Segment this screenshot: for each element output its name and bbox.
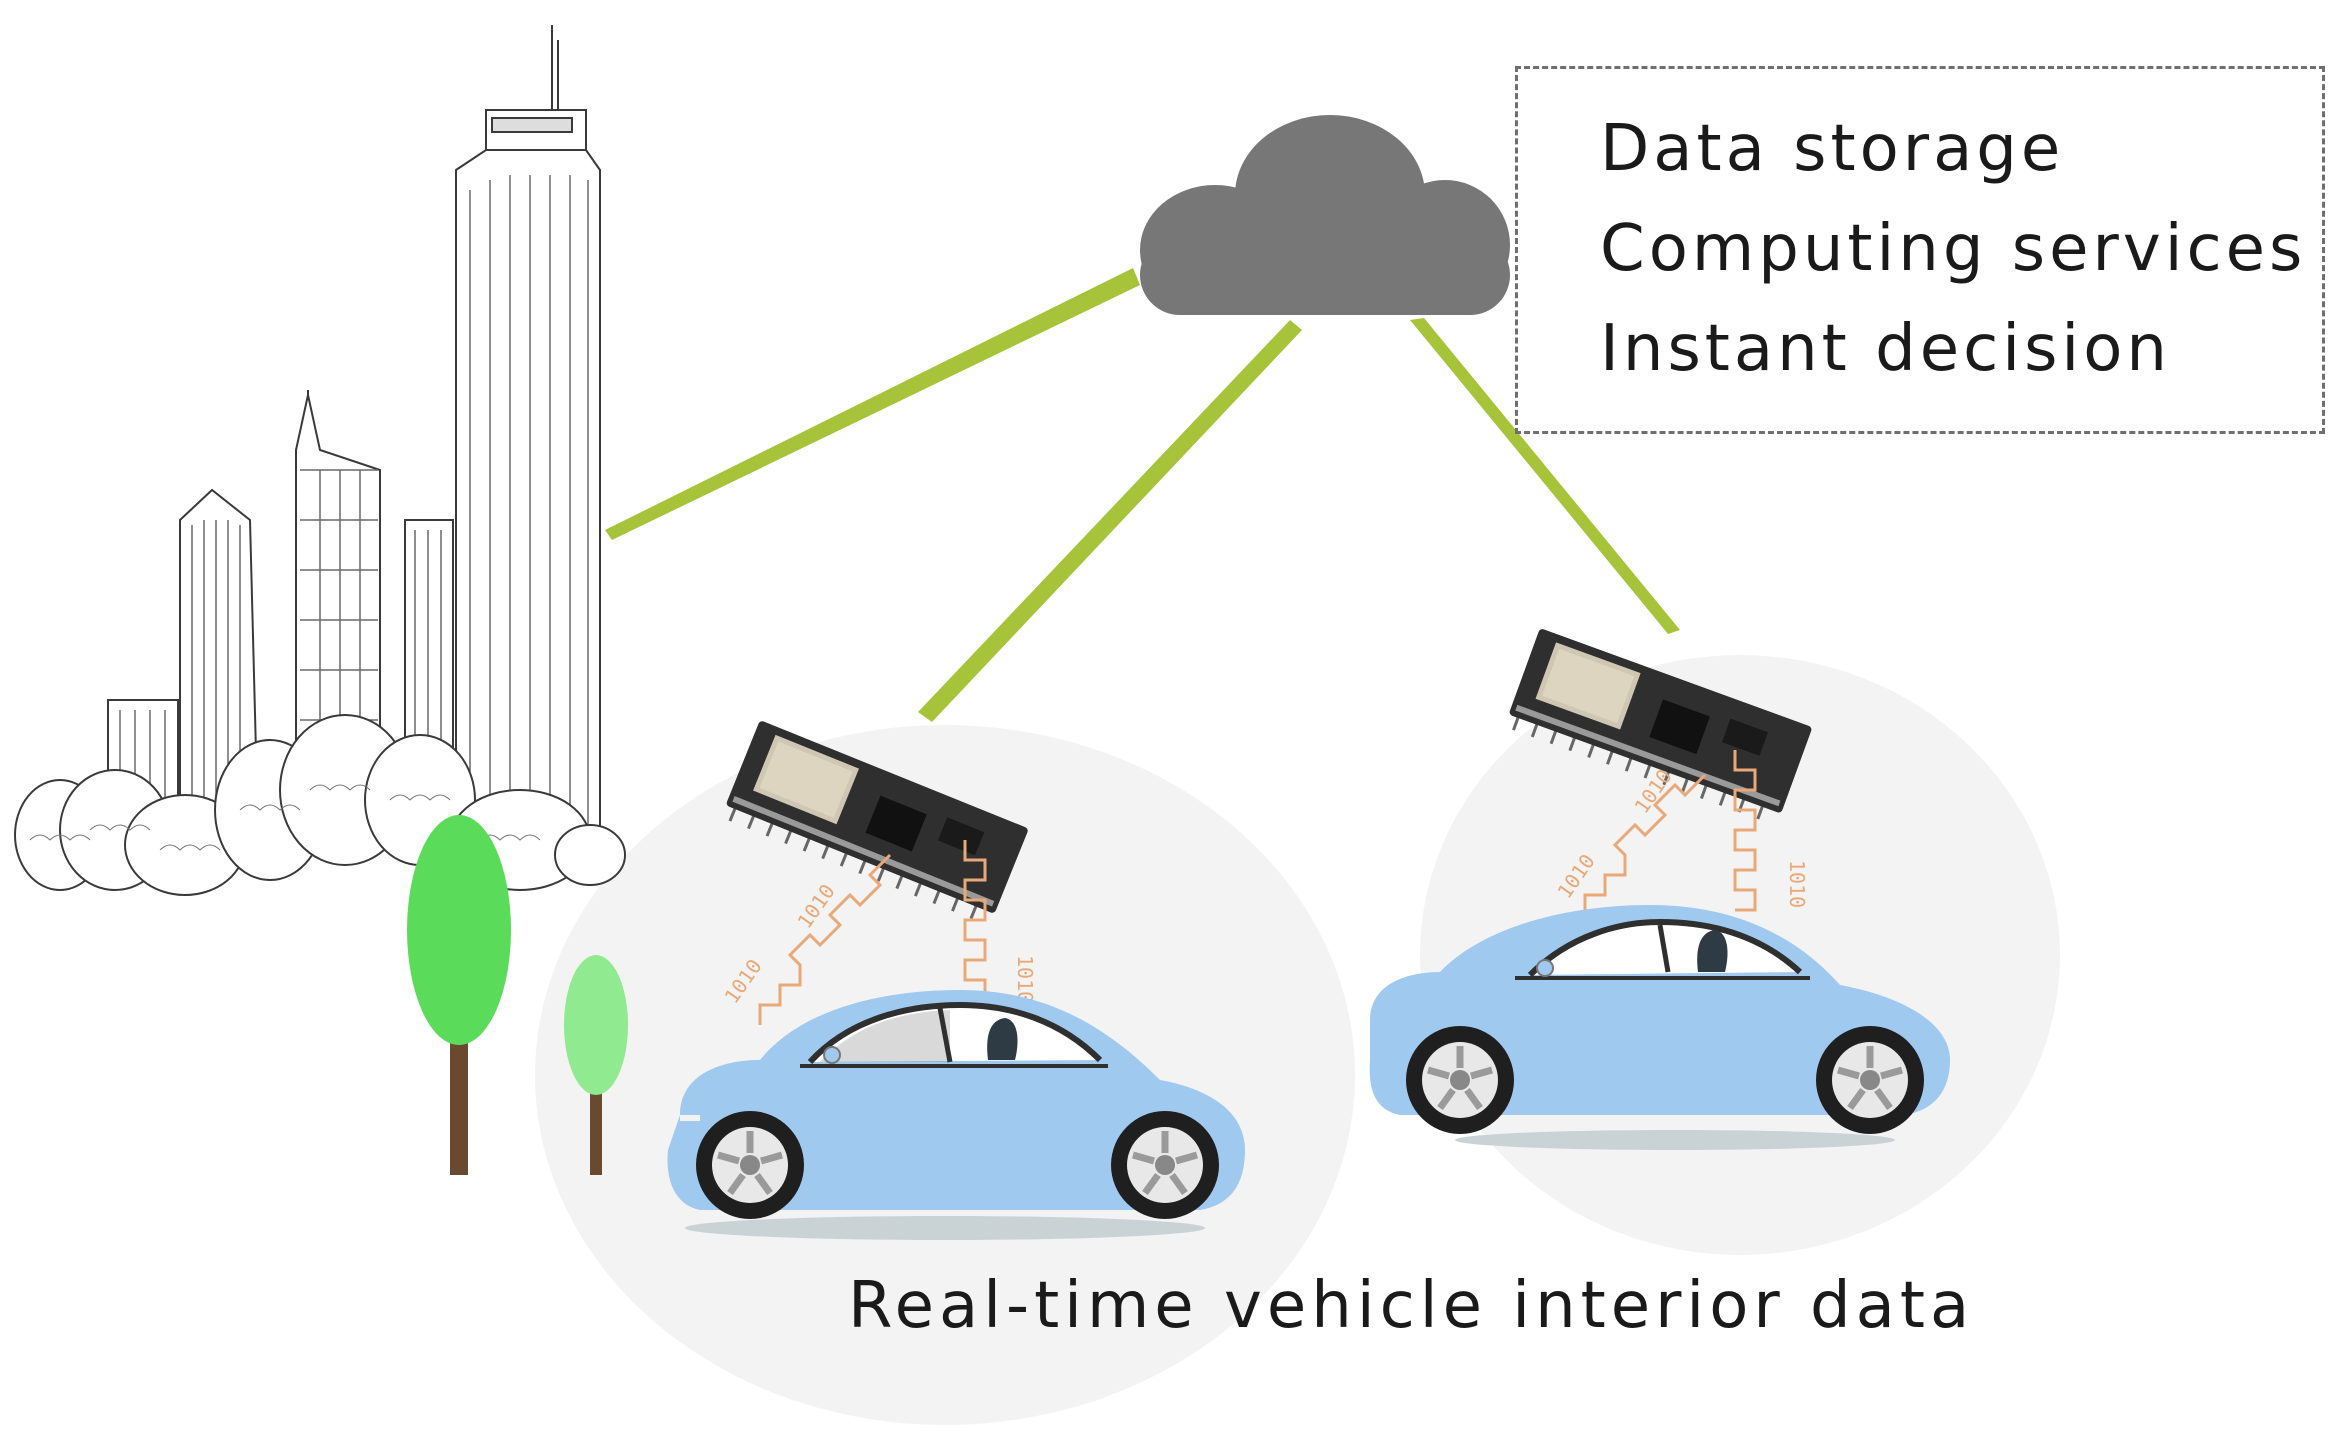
car-icon-right — [1369, 905, 1950, 1150]
link-cloud-module-left — [918, 320, 1302, 722]
bits-label: 1010 — [1785, 860, 1809, 908]
bits-label: 1010 — [1013, 955, 1037, 1003]
service-instant-decision: Instant decision — [1600, 312, 2171, 386]
service-computing-services: Computing services — [1600, 212, 2307, 286]
network-links — [605, 268, 1680, 722]
link-cloud-module-right — [1410, 318, 1680, 634]
tree-small — [564, 955, 628, 1175]
tree-large — [407, 815, 511, 1175]
iot-module-left — [726, 721, 1028, 920]
car-icon-left — [667, 990, 1245, 1240]
cloud-icon — [1140, 115, 1510, 315]
service-data-storage: Data storage — [1600, 112, 2065, 186]
diagram-caption: Real-time vehicle interior data — [848, 1269, 1975, 1343]
city-skyline — [14, 25, 626, 896]
signal-wave-icon — [1583, 750, 1757, 915]
link-city-cloud — [605, 268, 1140, 540]
signal-wave-icon — [758, 840, 987, 1025]
cloud-services-box: Data storage Computing services Instant … — [1515, 66, 2325, 434]
